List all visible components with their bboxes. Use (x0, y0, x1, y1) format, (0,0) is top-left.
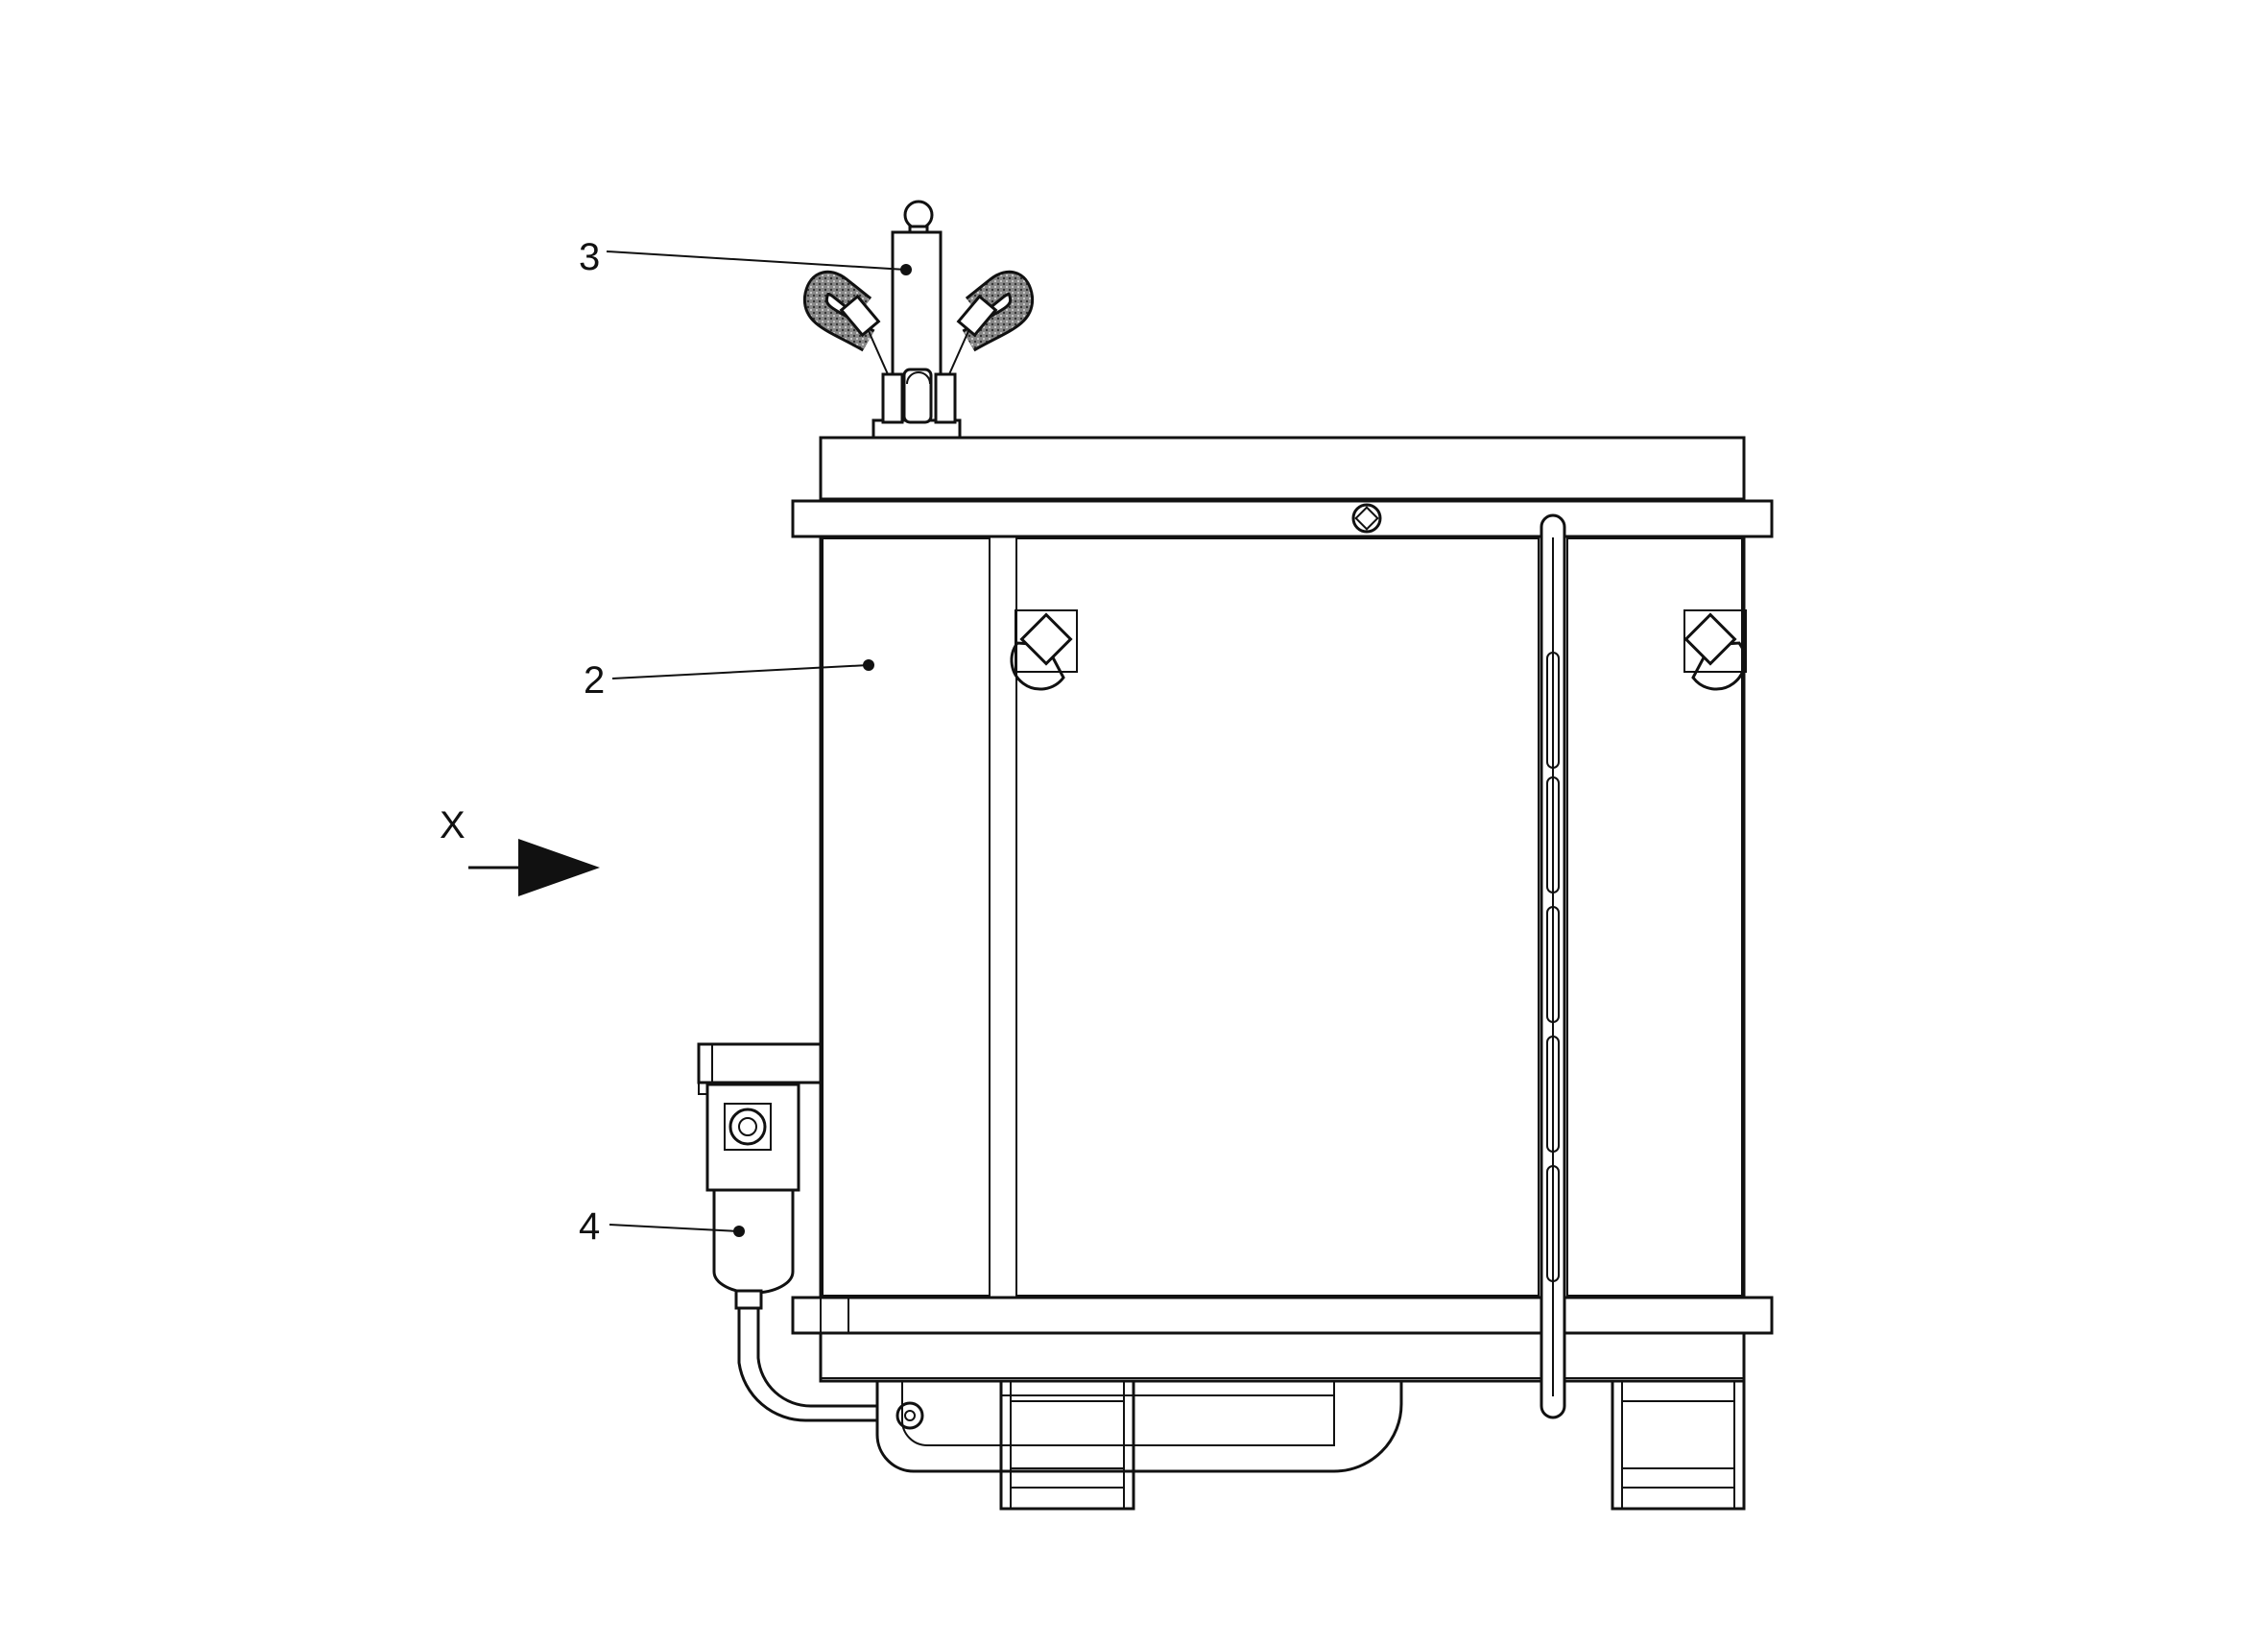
breather-column (802, 200, 1035, 440)
view-direction-marker: X (440, 804, 600, 896)
right-panel (1566, 537, 1743, 1297)
callout-3: 3 (579, 236, 912, 278)
filter-head (705, 1083, 800, 1192)
center-panel (1015, 537, 1540, 1297)
arrow-right-icon (518, 839, 600, 896)
filter-bracket (697, 1042, 823, 1084)
callout-2: 2 (584, 659, 874, 702)
drain-pipe (875, 1381, 1403, 1473)
left-panel (822, 537, 991, 1297)
skid-foot-right (1611, 1379, 1746, 1511)
top-plug-icon (1351, 503, 1382, 534)
tank-assembly (791, 436, 1774, 1511)
tank-body (819, 436, 1746, 1383)
eye-bolt-icon (903, 200, 934, 230)
lifting-lug-left-icon (1010, 609, 1078, 691)
filter-bowl (712, 1188, 795, 1295)
filter-assembly (697, 1042, 878, 1422)
callout-4: 4 (579, 1205, 745, 1248)
callout-label-4: 4 (579, 1205, 600, 1248)
top-frame-band (791, 499, 1774, 538)
level-gauge (1540, 513, 1566, 1419)
lifting-lug-right-icon (1683, 609, 1747, 691)
view-marker-label: X (440, 804, 466, 846)
drain-valve-icon (895, 1401, 924, 1430)
bottom-frame-band (791, 1296, 1774, 1335)
callout-label-2: 2 (584, 659, 605, 702)
filter-nut-icon (728, 1108, 767, 1146)
callout-label-3: 3 (579, 236, 600, 278)
